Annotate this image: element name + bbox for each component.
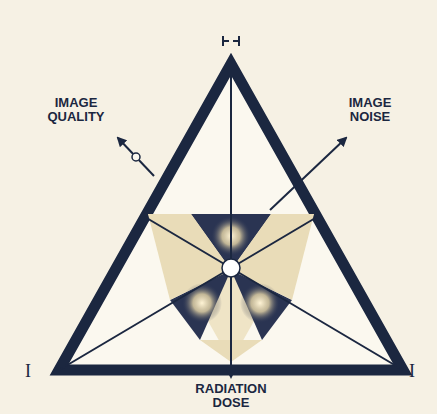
callout-label: IMAGE QUALITY (36, 96, 116, 125)
callout-label: IMAGE NOISE (335, 96, 405, 125)
end-mark: I (25, 362, 31, 382)
end-mark: I (409, 362, 415, 382)
callout-label: RADIATION DOSE (185, 382, 277, 411)
